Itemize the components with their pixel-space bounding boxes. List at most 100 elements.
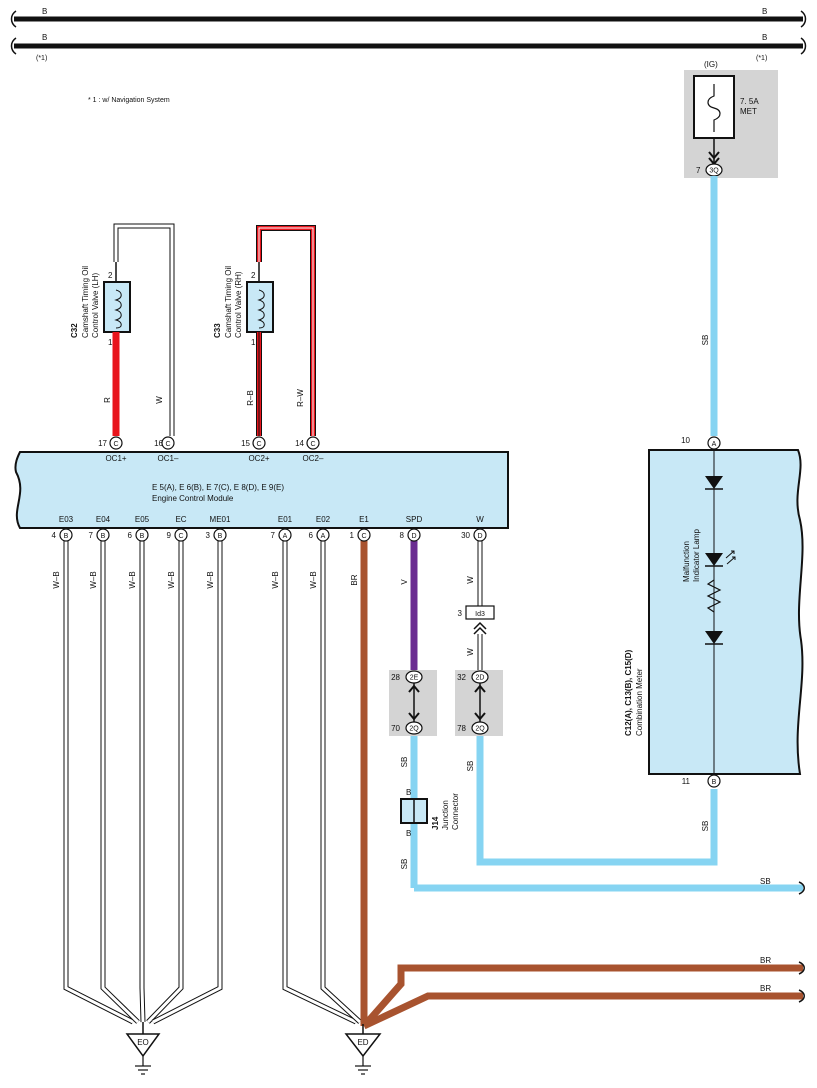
junction-pin-conn: 2Q — [409, 726, 419, 733]
pin-number: 1 — [350, 531, 355, 540]
eo-ground-bundle — [63, 541, 223, 1025]
wire-label-w: W — [155, 396, 164, 404]
pin-connector: C — [178, 533, 183, 540]
valve-code: C33 — [213, 323, 222, 338]
junction-pin-num: 78 — [457, 724, 466, 733]
ecm-top-pin: 15 C OC2+ — [241, 436, 270, 463]
solenoid-coil-icon — [257, 289, 265, 329]
led-icon — [705, 553, 723, 566]
ecm-name: Engine Control Module — [152, 494, 234, 503]
pin-number: 16 — [154, 439, 163, 448]
pin-label: E01 — [278, 515, 293, 524]
wire-label-sb: SB — [400, 757, 409, 768]
pin-number: 3 — [206, 531, 211, 540]
junction-pin-num: 70 — [391, 724, 400, 733]
junction-pin-num: 32 — [457, 673, 466, 682]
ground-ed: ED — [344, 1024, 382, 1075]
j14-name-line1: Junction — [441, 800, 450, 830]
output-br2: BR — [760, 984, 771, 993]
fuse-rating: 7. 5A — [740, 97, 759, 106]
diode-icon — [705, 631, 723, 644]
diode-icon — [705, 476, 723, 489]
j14-pin-bottom: B — [406, 829, 411, 838]
ground-eo: EO — [125, 1022, 161, 1075]
fuse-met: (IG) 7. 5A MET 7 3Q — [684, 60, 778, 178]
meter-pin-top-conn: A — [712, 441, 717, 448]
j14-pin-top: B — [406, 788, 411, 797]
pin-connector: C — [113, 441, 118, 448]
wire-label: W–B — [206, 571, 215, 588]
bus-note-mark-left: (*1) — [36, 55, 47, 62]
pin-connector: A — [283, 533, 288, 540]
ecm-bottom-pins: E03 4 B W–B E04 7 B W–B E05 6 B W–B EC 9… — [52, 515, 487, 589]
bus-label-right: B — [762, 7, 767, 16]
pin-label: SPD — [406, 515, 423, 524]
pin-label: E1 — [359, 515, 369, 524]
fuse-connector: 3Q — [709, 168, 719, 175]
wire-label: W–B — [167, 571, 176, 588]
junction-pin-conn: 2Q — [475, 726, 485, 733]
w-wire: W Id3 3 W 32 2D 78 2Q SB SB — [455, 541, 718, 866]
wire-label-r: R — [103, 397, 112, 403]
valve-code: C32 — [70, 323, 79, 338]
ecm-bottom-pin: E02 6 A W–B — [309, 515, 331, 589]
ecm-top-pin: 17 C OC1+ — [98, 436, 127, 463]
pin-connector: A — [321, 533, 326, 540]
pin-label: ME01 — [210, 515, 231, 524]
combination-meter: 10 A 11 B Malfunction Indicator Lamp C12… — [624, 436, 804, 788]
meter-pin-top-num: 10 — [681, 436, 690, 445]
pin-label: E04 — [96, 515, 111, 524]
wire-label: BR — [350, 574, 359, 585]
wire-label-sb: SB — [466, 761, 475, 772]
pin-connector: C — [310, 441, 315, 448]
bus-label-left: B — [42, 7, 47, 16]
wire-label: W–B — [271, 571, 280, 588]
pin-number: 8 — [400, 531, 405, 540]
pin-number: 6 — [309, 531, 314, 540]
power-bus-nav: B B (*1) (*1) — [10, 33, 807, 62]
pin-number: 9 — [167, 531, 172, 540]
wire-label: W–B — [128, 571, 137, 588]
valve-pin-top: 2 — [251, 271, 256, 280]
spd-wire: SB V SB SB 28 2E 70 2Q — [389, 541, 805, 895]
ecm-bottom-pin: ME01 3 B W–B — [206, 515, 231, 589]
ecm-module: E 5(A), E 6(B), E 7(C), E 8(D), E 9(E) E… — [14, 451, 509, 529]
valve-c32: 2 1 C32 Camshaft Timing Oil Control Valv… — [70, 223, 175, 436]
junction-pin-num: 28 — [391, 673, 400, 682]
pin-number: 7 — [89, 531, 94, 540]
pin-connector: B — [218, 533, 223, 540]
ecm-bottom-pin: E03 4 B W–B — [52, 515, 74, 589]
ecm-bottom-pin: E04 7 B W–B — [89, 515, 111, 589]
valve-pin-bottom: 1 — [251, 338, 256, 347]
power-bus-top: B B — [10, 7, 807, 28]
valve-name-line2: Control Valve (RH) — [234, 271, 243, 338]
valve-name-line2: Control Valve (LH) — [91, 272, 100, 338]
pin-connector: C — [361, 533, 366, 540]
bus-label-left: B — [42, 33, 47, 42]
fuse-icon — [707, 84, 721, 132]
pin-number: 6 — [128, 531, 133, 540]
valve-pin-top: 2 — [108, 271, 113, 280]
wire-label: W–B — [89, 571, 98, 588]
resistor-icon — [706, 579, 722, 613]
fuse-pin-num: 7 — [696, 166, 701, 175]
j14-code: J14 — [431, 816, 440, 830]
ecm-connectors: E 5(A), E 6(B), E 7(C), E 8(D), E 9(E) — [152, 483, 284, 492]
wire-label: W–B — [309, 571, 318, 588]
mil-lamp-line2: Indicator Lamp — [692, 529, 701, 582]
ground-ed-label: ED — [357, 1038, 368, 1047]
ecm-bottom-pin: EC 9 C W–B — [167, 515, 188, 589]
ecm-bottom-pin: E1 1 C BR — [350, 515, 371, 586]
valve-pin-bottom: 1 — [108, 338, 113, 347]
footnote: * 1 : w/ Navigation System — [88, 97, 170, 104]
meter-pin-bottom-conn: B — [712, 779, 717, 786]
pin-label: E05 — [135, 515, 150, 524]
output-sb: SB — [760, 877, 771, 886]
br-wires: BR BR — [360, 541, 805, 1030]
pin-connector: C — [165, 441, 170, 448]
bus-label-right: B — [762, 33, 767, 42]
wire-label-rw: R–W — [296, 389, 305, 407]
id3-connector: Id3 — [475, 611, 485, 618]
mil-lamp-line1: Malfunction — [682, 541, 691, 582]
valve-c33: 2 1 C33 Camshaft Timing Oil Control Valv… — [213, 225, 316, 436]
